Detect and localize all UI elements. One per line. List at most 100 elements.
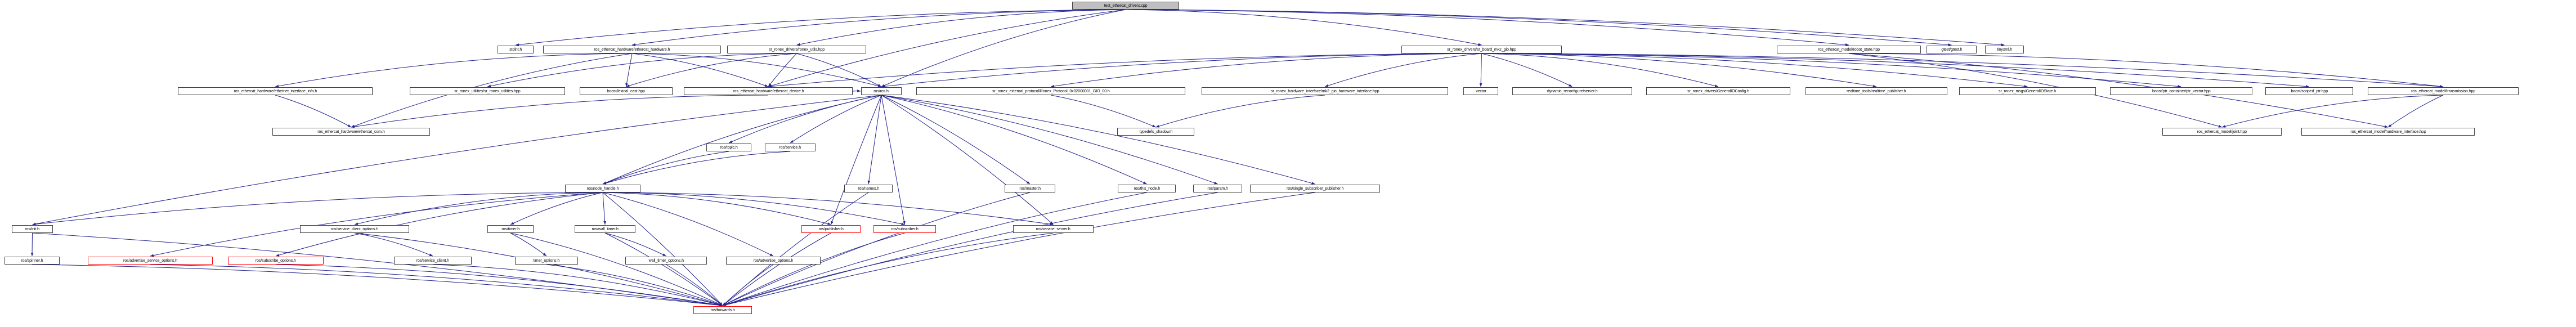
graph-node-label: ros_ethercat_model/transmission.hpp	[2411, 88, 2476, 94]
graph-edge	[1125, 9, 2005, 46]
graph-edge	[602, 192, 905, 226]
graph-node[interactable]: typedefs_shadow.h	[1117, 128, 1194, 136]
graph-edge	[881, 53, 1482, 88]
graph-edge	[602, 151, 791, 185]
graph-node[interactable]: ros/subscriber.h	[873, 225, 936, 233]
graph-node[interactable]: ros/service.h	[765, 144, 816, 151]
graph-node-label: ros/single_subscriber_publisher.h	[1286, 186, 1344, 191]
graph-edge	[1481, 53, 2444, 88]
graph-node[interactable]: stdint.h	[498, 46, 534, 53]
graph-node[interactable]: timer_options.h	[515, 257, 578, 265]
graph-node[interactable]: ros_ethercat_model/transmission.hpp	[2368, 87, 2519, 95]
graph-edge	[881, 95, 1218, 185]
graph-node-label: ros/forwards.h	[710, 307, 735, 313]
graph-node[interactable]: ros/advertise_options.h	[726, 257, 821, 265]
graph-node[interactable]: ros_ethercat_hardware/ethercat_device.h	[684, 87, 853, 95]
graph-node-label: ros/this_node.h	[1134, 186, 1160, 191]
graph-node[interactable]: ros_ethercat_hardware/ethercat_com.h	[272, 128, 430, 136]
graph-node[interactable]: ros_ethercat_hardware/ethernet_interface…	[178, 87, 373, 95]
graph-edge	[32, 192, 603, 226]
graph-node[interactable]: ros/names.h	[844, 185, 893, 192]
graph-node[interactable]: ros/this_node.h	[1118, 185, 1176, 192]
graph-node[interactable]: sr_ronex_msgs/GeneralIOState.h	[1959, 87, 2096, 95]
graph-node-label: vector	[1475, 88, 1486, 94]
graph-node[interactable]: ros_ethercat_hardware/ethercat_hardware.…	[543, 46, 721, 53]
graph-edge	[722, 192, 1147, 306]
graph-edge	[1125, 9, 1482, 46]
graph-node[interactable]: boost/lexical_cast.hpp	[580, 87, 673, 95]
graph-edge	[1324, 53, 1482, 87]
graph-edge	[1050, 53, 1482, 88]
graph-node[interactable]: ros/ros.h	[861, 87, 902, 95]
graph-edge	[351, 95, 769, 128]
graph-edge	[1481, 53, 1573, 87]
graph-edge	[722, 264, 774, 306]
graph-node[interactable]: ros/forwards.h	[693, 306, 752, 314]
graph-node[interactable]: ros/topic.h	[706, 144, 751, 151]
graph-edge	[275, 95, 352, 128]
graph-node-label: boost/ptr_container/ptr_vector.hpp	[2152, 88, 2211, 94]
graph-node[interactable]: ros/node_handle.h	[565, 185, 640, 192]
graph-edge	[1848, 53, 2444, 88]
graph-node[interactable]: wall_timer_options.h	[625, 257, 707, 265]
graph-node[interactable]: sr_ronex_external_protocol/Ronex_Protoco…	[916, 87, 1185, 95]
graph-edge	[867, 95, 882, 185]
graph-node-label: boost/scoped_ptr.hpp	[2291, 88, 2328, 94]
graph-node[interactable]: ros_ethercat_model/hardware_interface.hp…	[2301, 128, 2475, 136]
graph-edge	[354, 232, 433, 257]
graph-node[interactable]: ros/init.h	[12, 225, 53, 233]
graph-edge	[602, 95, 882, 185]
graph-node[interactable]: tinyxml.h	[1985, 46, 2024, 53]
graph-node[interactable]: ros/service_client.h	[394, 257, 472, 265]
graph-node[interactable]: ros_ethercat_model/robot_state.hpp	[1777, 46, 1921, 53]
graph-node[interactable]: sr_ronex_drivers/sr_board_mk2_gio.hpp	[1401, 46, 1562, 53]
graph-edge	[881, 95, 1054, 225]
graph-edge	[1481, 53, 2310, 88]
graph-node[interactable]: ros/master.h	[1005, 185, 1055, 192]
graph-node-label: ros_ethercat_hardware/ethercat_hardware.…	[594, 47, 670, 52]
graph-node[interactable]: ros/service_client_options.h	[300, 225, 409, 233]
graph-node-label: ros/spinner.h	[21, 258, 43, 263]
graph-edge	[602, 192, 774, 257]
graph-node[interactable]: sr_ronex_utilities/sr_ronex_utilities.hp…	[410, 87, 565, 95]
graph-node[interactable]: ros/single_subscriber_publisher.h	[1250, 185, 1380, 192]
graph-node[interactable]: ros/service_server.h	[1013, 225, 1094, 233]
graph-node-root[interactable]: test_ethercat_drivers.cpp	[1072, 2, 1179, 10]
graph-edge	[722, 192, 1315, 306]
graph-node[interactable]: ros/wall_timer.h	[575, 225, 635, 233]
graph-edge	[354, 232, 723, 306]
graph-node-label: ros_ethercat_model/hardware_interface.hp…	[2350, 129, 2426, 135]
graph-node[interactable]: dynamic_reconfigure/server.h	[1512, 87, 1632, 95]
graph-node[interactable]: boost/scoped_ptr.hpp	[2265, 87, 2353, 95]
graph-edge	[602, 151, 729, 185]
graph-node[interactable]: gtest/gtest.h	[1927, 46, 1977, 53]
graph-node-label: ros/init.h	[25, 226, 40, 232]
graph-edge	[275, 192, 603, 257]
graph-node-label: ros/advertise_options.h	[753, 258, 794, 263]
graph-edge	[625, 53, 633, 87]
graph-node[interactable]: sr_ronex_drivers/ronex_utils.hpp	[727, 46, 866, 53]
graph-node[interactable]: sr_ronex_hardware_interface/mk2_gio_hard…	[1202, 87, 1448, 95]
graph-node[interactable]: realtime_tools/realtime_publisher.h	[1806, 87, 1947, 95]
graph-node[interactable]: ros/advertise_service_options.h	[88, 257, 213, 265]
graph-node[interactable]: ros/spinner.h	[5, 257, 60, 265]
graph-edge	[1050, 95, 1156, 128]
graph-node[interactable]: vector	[1463, 87, 1498, 95]
graph-node[interactable]: ros_ethercat_model/joint.hpp	[2162, 128, 2282, 136]
graph-edge	[354, 192, 603, 225]
graph-edge	[150, 192, 603, 257]
graph-node[interactable]: ros/publisher.h	[801, 225, 861, 233]
graph-edge	[32, 95, 882, 226]
graph-node-label: test_ethercat_drivers.cpp	[1104, 3, 1148, 8]
graph-node[interactable]: ros/subscribe_options.h	[228, 257, 324, 265]
graph-node[interactable]: boost/ptr_container/ptr_vector.hpp	[2110, 87, 2252, 95]
graph-node[interactable]: ros/param.h	[1193, 185, 1242, 192]
graph-edge	[1125, 9, 1952, 46]
graph-edge	[487, 53, 797, 88]
graph-node[interactable]: sr_ronex_drivers/GeneralIOConfig.h	[1646, 87, 1790, 95]
graph-node-label: ros/wall_timer.h	[592, 226, 619, 232]
graph-edge	[728, 95, 882, 144]
graph-node-label: sr_ronex_drivers/ronex_utils.hpp	[768, 47, 825, 52]
graph-node-label: ros/param.h	[1207, 186, 1228, 191]
graph-node[interactable]: ros/timer.h	[487, 225, 534, 233]
